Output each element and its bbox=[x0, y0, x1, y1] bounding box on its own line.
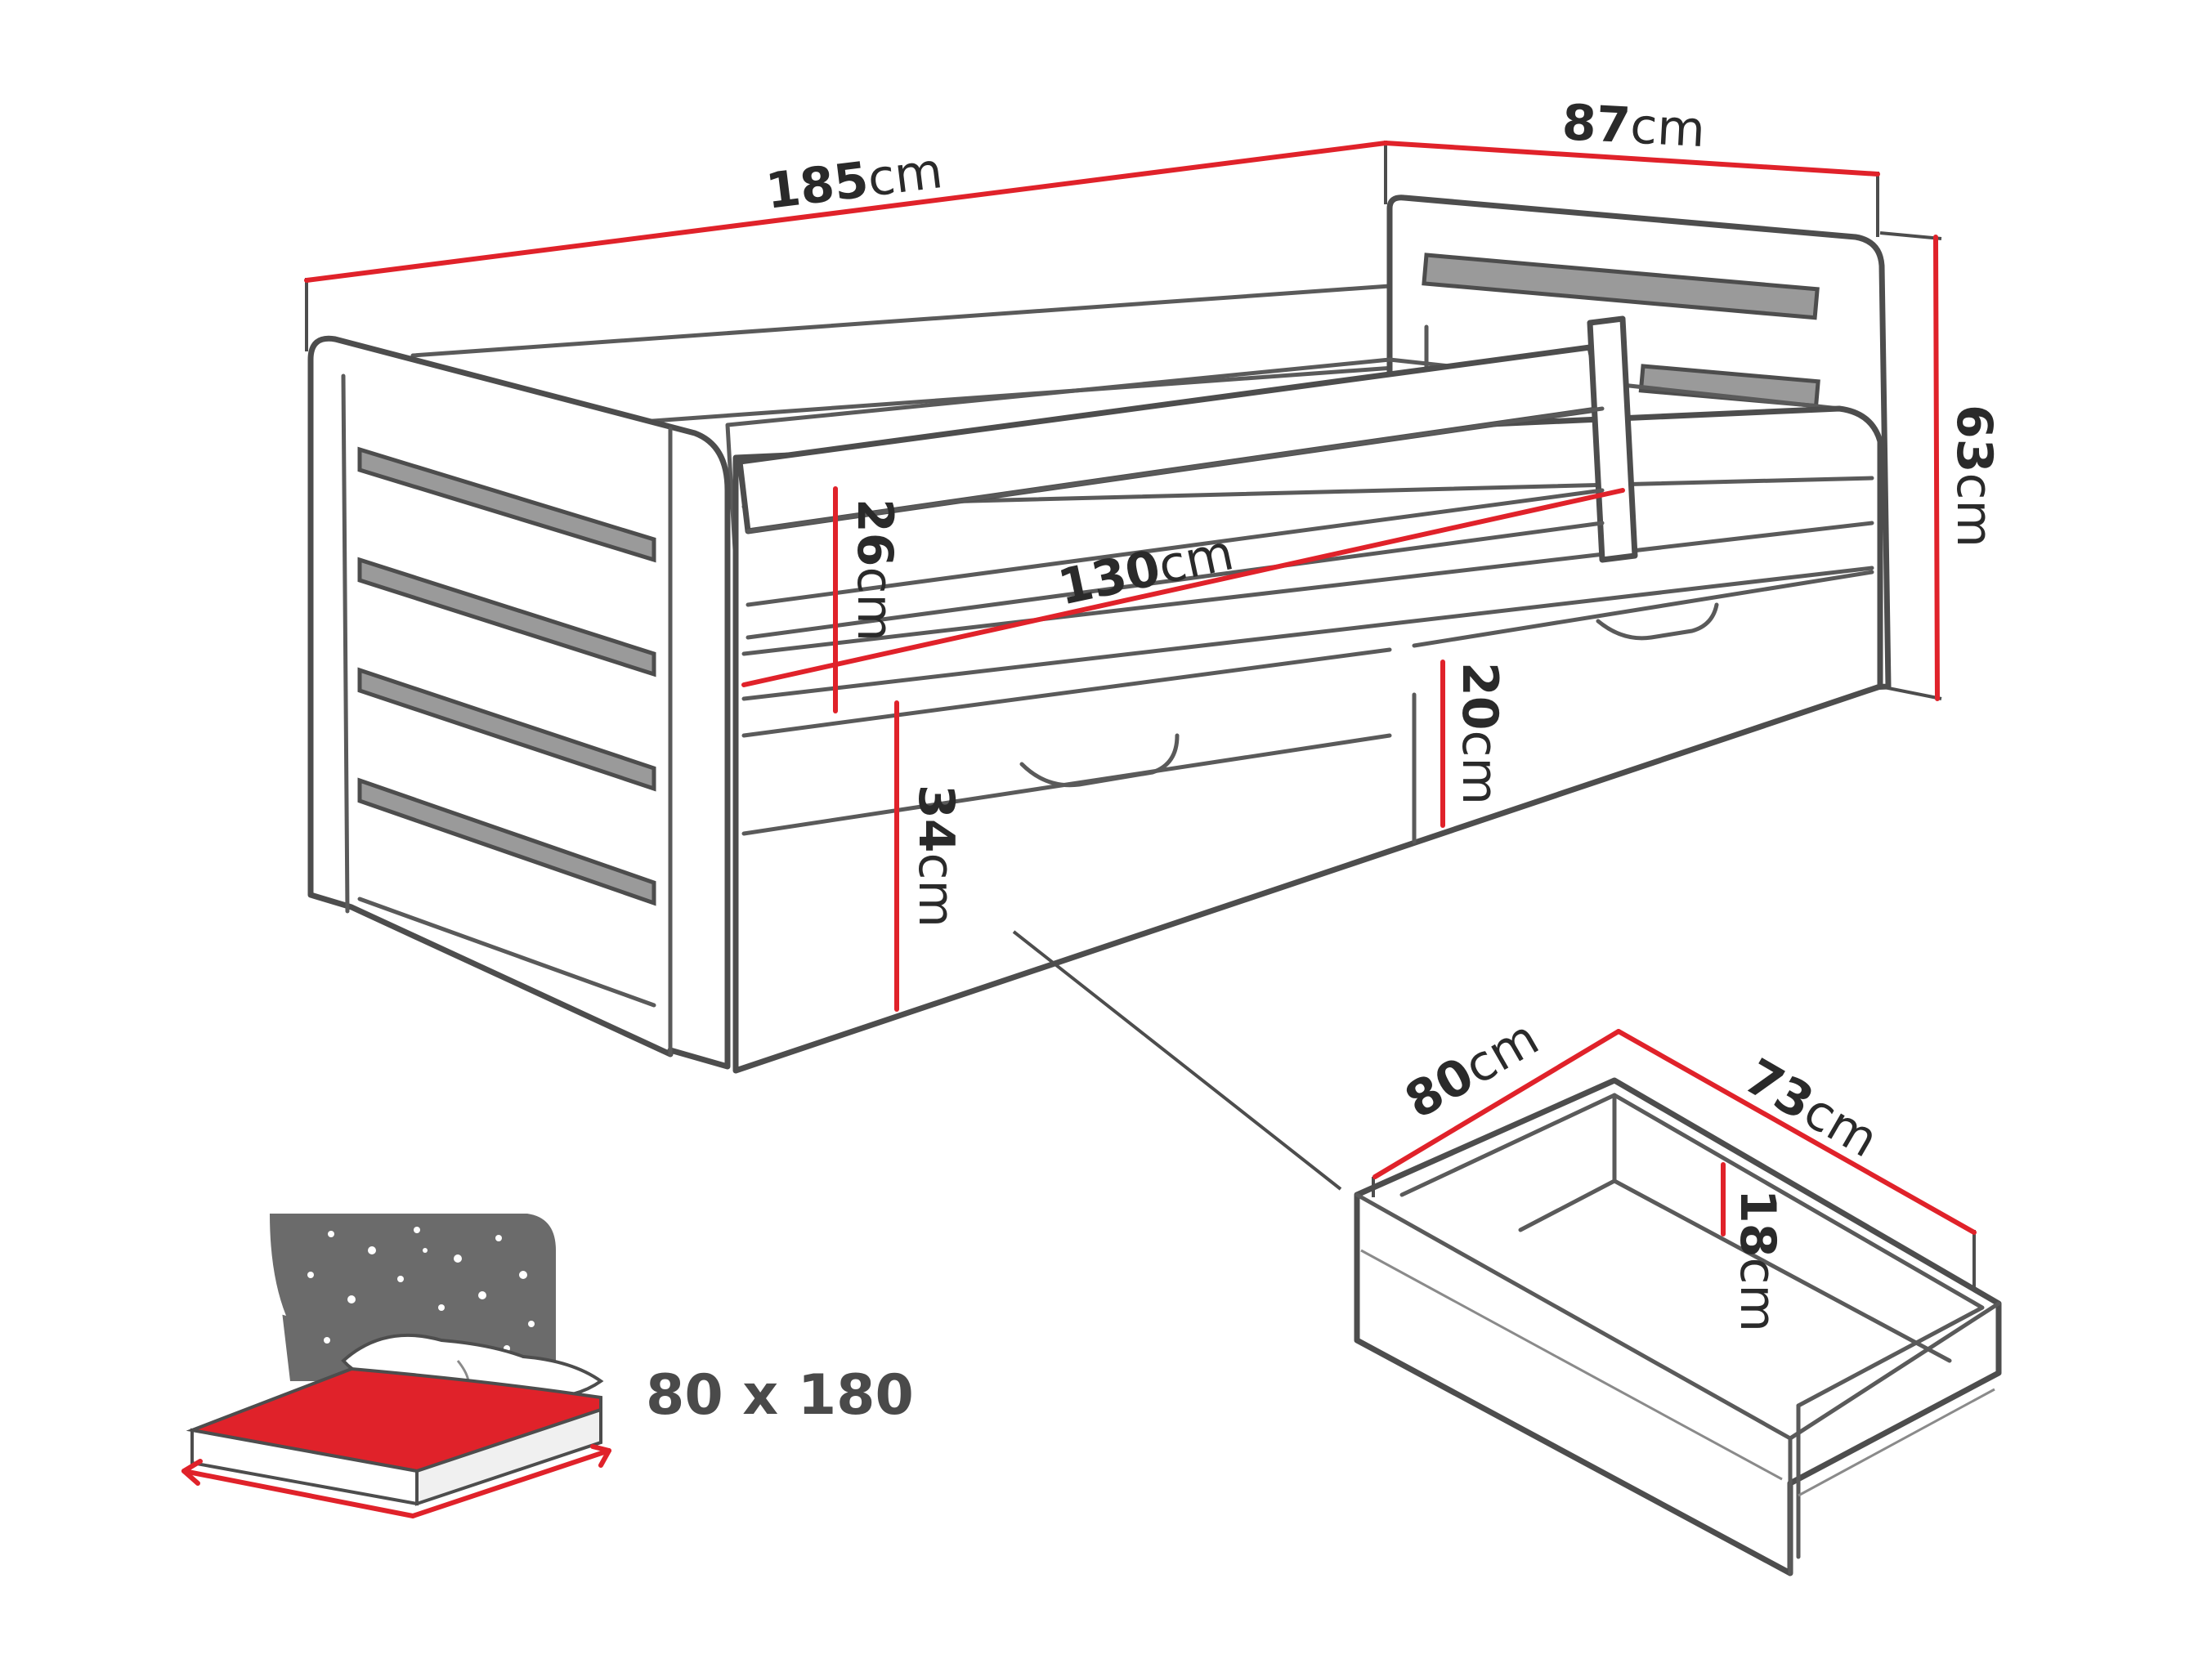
length-dimension-line bbox=[304, 141, 1388, 283]
mattress-icon: 80 x 180 bbox=[181, 1214, 914, 1519]
mattress-top bbox=[186, 1366, 602, 1473]
extension-lines bbox=[305, 141, 1942, 1191]
drawer-depth-label: 73cm bbox=[1735, 1048, 1888, 1169]
dimension-lines bbox=[304, 141, 1940, 1012]
rail-length-dimension-line bbox=[741, 488, 1625, 687]
length-label: 185cm bbox=[763, 142, 946, 221]
rail-length-label: 130cm bbox=[1054, 524, 1239, 617]
depth-label: 87cm bbox=[1560, 94, 1706, 159]
height-dimension-line bbox=[1933, 235, 1940, 701]
drawer-width-label: 80cm bbox=[1396, 1009, 1549, 1130]
drawer-depth-dimension-line bbox=[1616, 1029, 1977, 1235]
under-bed-height-label: 34cm bbox=[907, 785, 965, 928]
depth-dimension-line bbox=[1383, 141, 1880, 177]
bed-drawing bbox=[307, 195, 1892, 1074]
rail-height-label: 26cm bbox=[846, 499, 903, 642]
drawer-drawing bbox=[1354, 1077, 2002, 1576]
night-sky-panel bbox=[229, 1214, 556, 1381]
drawer-dimension-lines bbox=[1372, 1029, 1977, 1291]
stars-icon bbox=[246, 1227, 535, 1360]
dimension-labels: 185cm 87cm 63cm 130cm 26cm 34cm 20cm bbox=[763, 94, 2003, 928]
drawer-front-height-label: 20cm bbox=[1451, 662, 1508, 805]
height-label: 63cm bbox=[1946, 405, 2003, 548]
drawer-width-dimension-line bbox=[1372, 1029, 1621, 1179]
drawer-height-label: 18cm bbox=[1729, 1189, 1786, 1332]
mattress-size-label: 80 x 180 bbox=[646, 1363, 914, 1428]
